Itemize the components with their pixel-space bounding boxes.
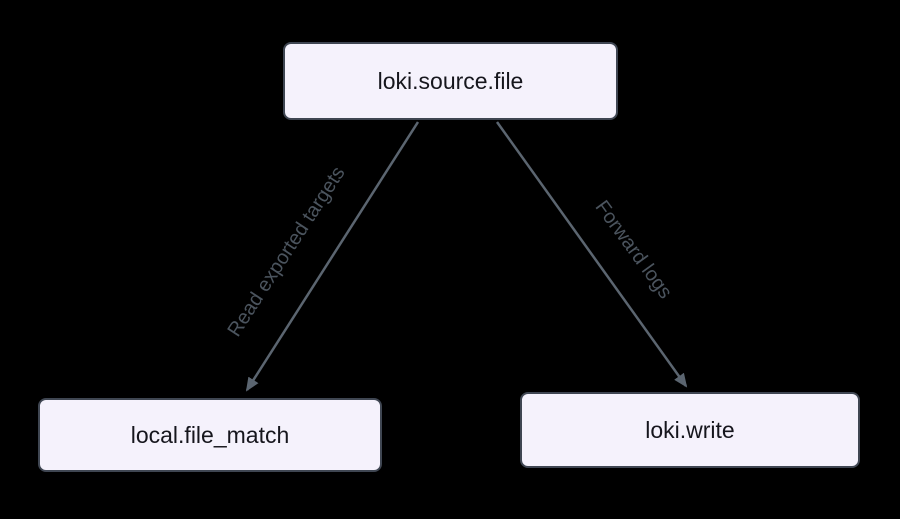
node-loki-write: loki.write (520, 392, 860, 468)
node-local-file-match: local.file_match (38, 398, 382, 472)
node-label-loki-write: loki.write (645, 416, 735, 443)
edge-forward-logs (495, 121, 688, 388)
node-label-loki-source-file: loki.source.file (377, 67, 524, 94)
edge-read-exported-targets (245, 121, 420, 392)
node-loki-source-file: loki.source.file (283, 42, 618, 120)
node-label-local-file-match: local.file_match (130, 421, 290, 448)
